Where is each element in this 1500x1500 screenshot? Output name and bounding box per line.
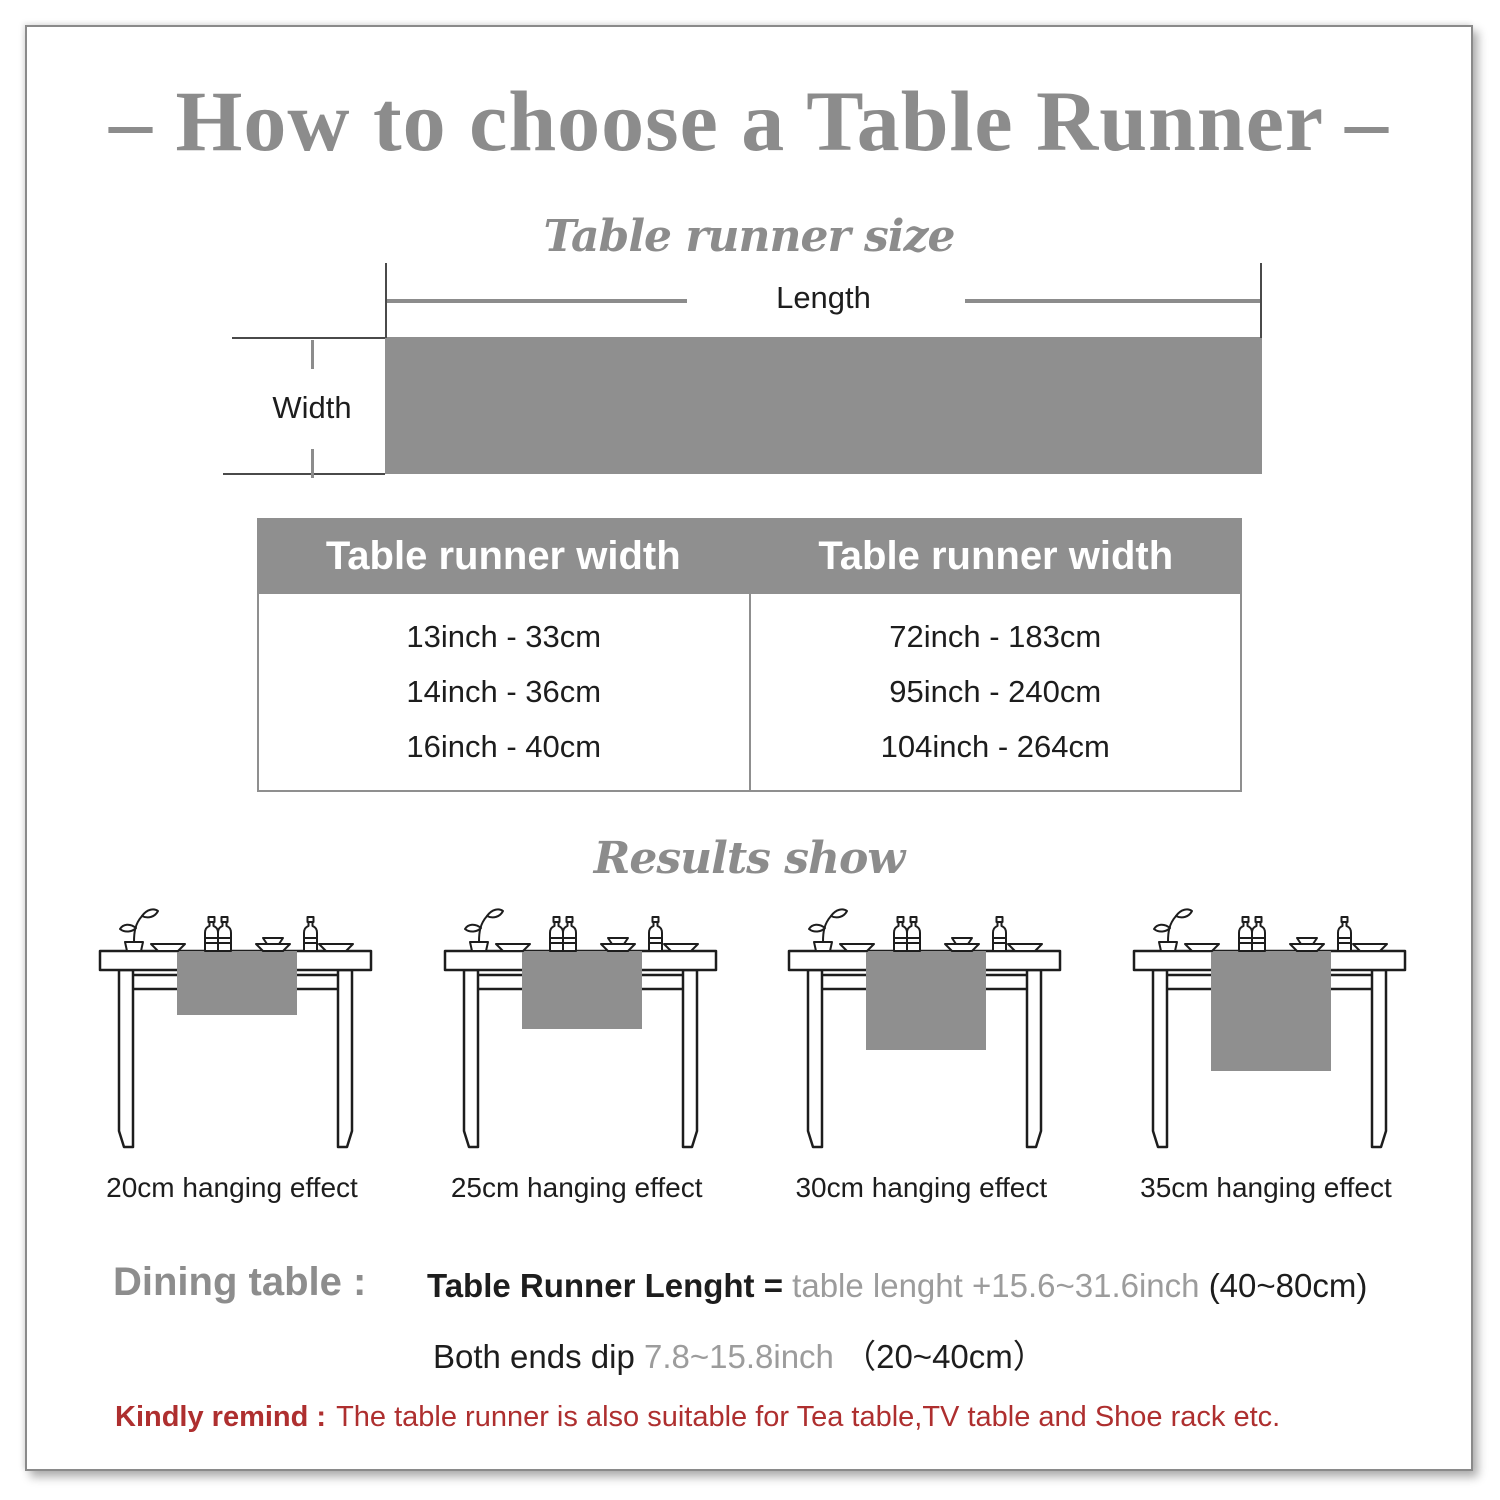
bottle-icon [1336, 916, 1352, 952]
figure-caption: 30cm hanging effect [795, 1172, 1048, 1203]
length-measure-line [385, 299, 687, 303]
width-end-tick [232, 337, 385, 339]
figure-caption: 25cm hanging effect [450, 1172, 703, 1203]
table-leg-right [336, 968, 354, 1149]
table-runner [177, 951, 297, 1015]
formula-gray-part: table lenght +15.6~31.6inch [792, 1267, 1200, 1304]
stacked-plates-icon [944, 937, 981, 952]
size-cell: 95inch - 240cm [889, 674, 1102, 709]
bottle-icon [647, 916, 663, 952]
size-table: Table runner width Table runner width 13… [257, 518, 1242, 792]
infographic-card: – How to choose a Table Runner – Table r… [25, 25, 1473, 1471]
size-cell: 14inch - 36cm [406, 674, 602, 709]
result-figure: 25cm hanging effect [412, 905, 742, 1204]
width-measure-line [311, 340, 314, 369]
figure-caption: 20cm hanging effect [106, 1172, 358, 1203]
stacked-plates-icon [255, 937, 291, 952]
table-leg-right [1370, 968, 1388, 1149]
bottles-icon [1237, 916, 1266, 952]
plate-icon [1183, 943, 1220, 952]
plate-icon [318, 943, 354, 952]
width-label: Width [272, 390, 352, 425]
bottle-icon [303, 916, 318, 952]
plant-icon [119, 908, 159, 952]
result-figure: 35cm hanging effect [1101, 905, 1431, 1204]
size-cell: 16inch - 40cm [406, 729, 602, 764]
table-leg-right [1026, 968, 1043, 1149]
result-figure: 30cm hanging effect [756, 905, 1086, 1204]
size-cell: 104inch - 264cm [880, 729, 1110, 764]
table-runner-swatch [385, 337, 1262, 474]
page-title: – How to choose a Table Runner – [109, 73, 1389, 169]
stacked-plates-icon [599, 937, 636, 952]
table-leg-right [681, 968, 698, 1149]
width-end-tick [223, 473, 385, 475]
plate-icon [839, 943, 876, 952]
figure-caption: 35cm hanging effect [1140, 1172, 1392, 1203]
dining-table-label: Dining table : [113, 1260, 367, 1304]
plant-icon [463, 908, 504, 952]
dip-cm-part: （20~40cm） [843, 1338, 1046, 1375]
formula-lhs: Table Runner Lenght = [427, 1267, 783, 1304]
table-runner [1210, 951, 1331, 1071]
result-figure: 20cm hanging effect [67, 905, 397, 1204]
length-end-tick [1260, 263, 1262, 338]
plant-icon [808, 908, 849, 952]
dip-gray-part: 7.8~15.8inch [644, 1338, 834, 1375]
length-formula-line: Table Runner Lenght = table lenght +15.6… [427, 1267, 1367, 1305]
size-table-header: Table runner width [818, 533, 1174, 578]
formula-cm-part: (40~80cm) [1208, 1267, 1368, 1304]
table-runner [866, 951, 987, 1050]
plate-icon [662, 943, 699, 952]
plate-icon [494, 943, 531, 952]
dining-table-illustration [1132, 908, 1407, 1149]
size-cell: 13inch - 33cm [406, 619, 602, 654]
length-label: Length [776, 280, 871, 315]
length-end-tick [385, 263, 387, 338]
size-table-body: 13inch - 33cm 14inch - 36cm 16inch - 40c… [257, 594, 1242, 792]
width-measure-line [311, 449, 314, 478]
plate-icon [1007, 943, 1044, 952]
length-measure-line [965, 299, 1262, 303]
dip-formula-line: Both ends dip 7.8~15.8inch （20~40cm） [433, 1330, 1046, 1378]
table-leg-left [1151, 968, 1169, 1149]
bottles-icon [893, 916, 922, 952]
table-runner [521, 951, 642, 1029]
size-table-column-widths: 13inch - 33cm 14inch - 36cm 16inch - 40c… [259, 594, 751, 790]
table-leg-left [807, 968, 824, 1149]
table-leg-left [462, 968, 479, 1149]
size-table-header-row: Table runner width Table runner width [257, 518, 1242, 594]
bottles-icon [548, 916, 577, 952]
plate-icon [150, 943, 186, 952]
plant-icon [1152, 908, 1193, 952]
bottles-icon [204, 916, 232, 952]
stacked-plates-icon [1288, 937, 1325, 952]
table-leg-left [117, 968, 135, 1149]
kindly-remind-text: The table runner is also suitable for Te… [336, 1401, 1281, 1433]
kindly-remind-label: Kindly remind : [115, 1401, 327, 1433]
size-table-header: Table runner width [325, 533, 681, 578]
size-table-column-lengths: 72inch - 183cm 95inch - 240cm 104inch - … [751, 594, 1241, 790]
results-row: 20cm hanging effect [67, 905, 1431, 1204]
size-cell: 72inch - 183cm [889, 619, 1102, 654]
dining-table-illustration [443, 908, 717, 1149]
bottle-icon [992, 916, 1008, 952]
results-section-heading: Results show [593, 833, 905, 884]
dining-table-illustration [788, 908, 1062, 1149]
kindly-remind-line: Kindly remind : The table runner is also … [115, 1401, 1280, 1434]
size-section-heading: Table runner size [543, 211, 956, 262]
plate-icon [1351, 943, 1388, 952]
dip-lhs: Both ends dip [433, 1338, 635, 1375]
dining-table-illustration [98, 908, 373, 1149]
